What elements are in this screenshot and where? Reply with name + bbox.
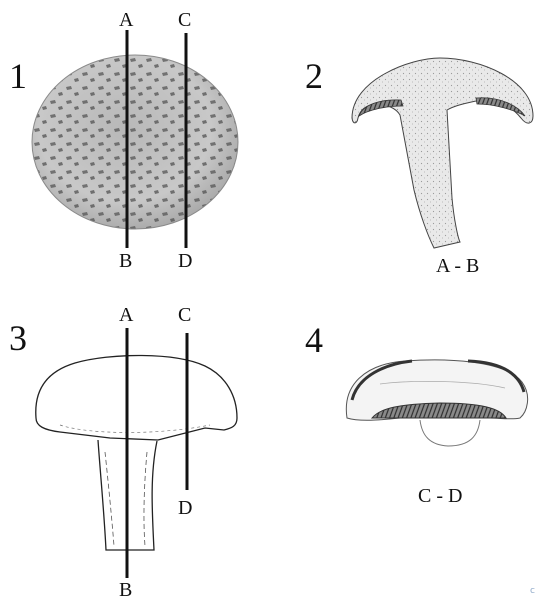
panel-1-number: 1 — [9, 58, 27, 94]
panel-2-section-a-b — [352, 58, 533, 248]
panel-4-section-c-d — [346, 360, 527, 446]
corner-mark: c — [530, 586, 535, 596]
panel-1-label-d: D — [178, 251, 192, 271]
panel-3-label-b: B — [119, 580, 132, 600]
panel-1-label-a: A — [119, 10, 133, 30]
panel-3-label-a: A — [119, 305, 133, 325]
panel-2-caption: A - B — [436, 256, 479, 276]
panel-4-number: 4 — [305, 322, 323, 358]
panel-3-label-c: C — [178, 305, 191, 325]
panel-1-label-c: C — [178, 10, 191, 30]
panel-1-label-b: B — [119, 251, 132, 271]
panel-3-number: 3 — [9, 320, 27, 356]
panel-3-label-d: D — [178, 498, 192, 518]
panel-1-cap-top-view — [32, 30, 238, 248]
panel-2-number: 2 — [305, 58, 323, 94]
panel-4-caption: C - D — [418, 486, 462, 506]
panel-3-side-view — [36, 328, 237, 578]
